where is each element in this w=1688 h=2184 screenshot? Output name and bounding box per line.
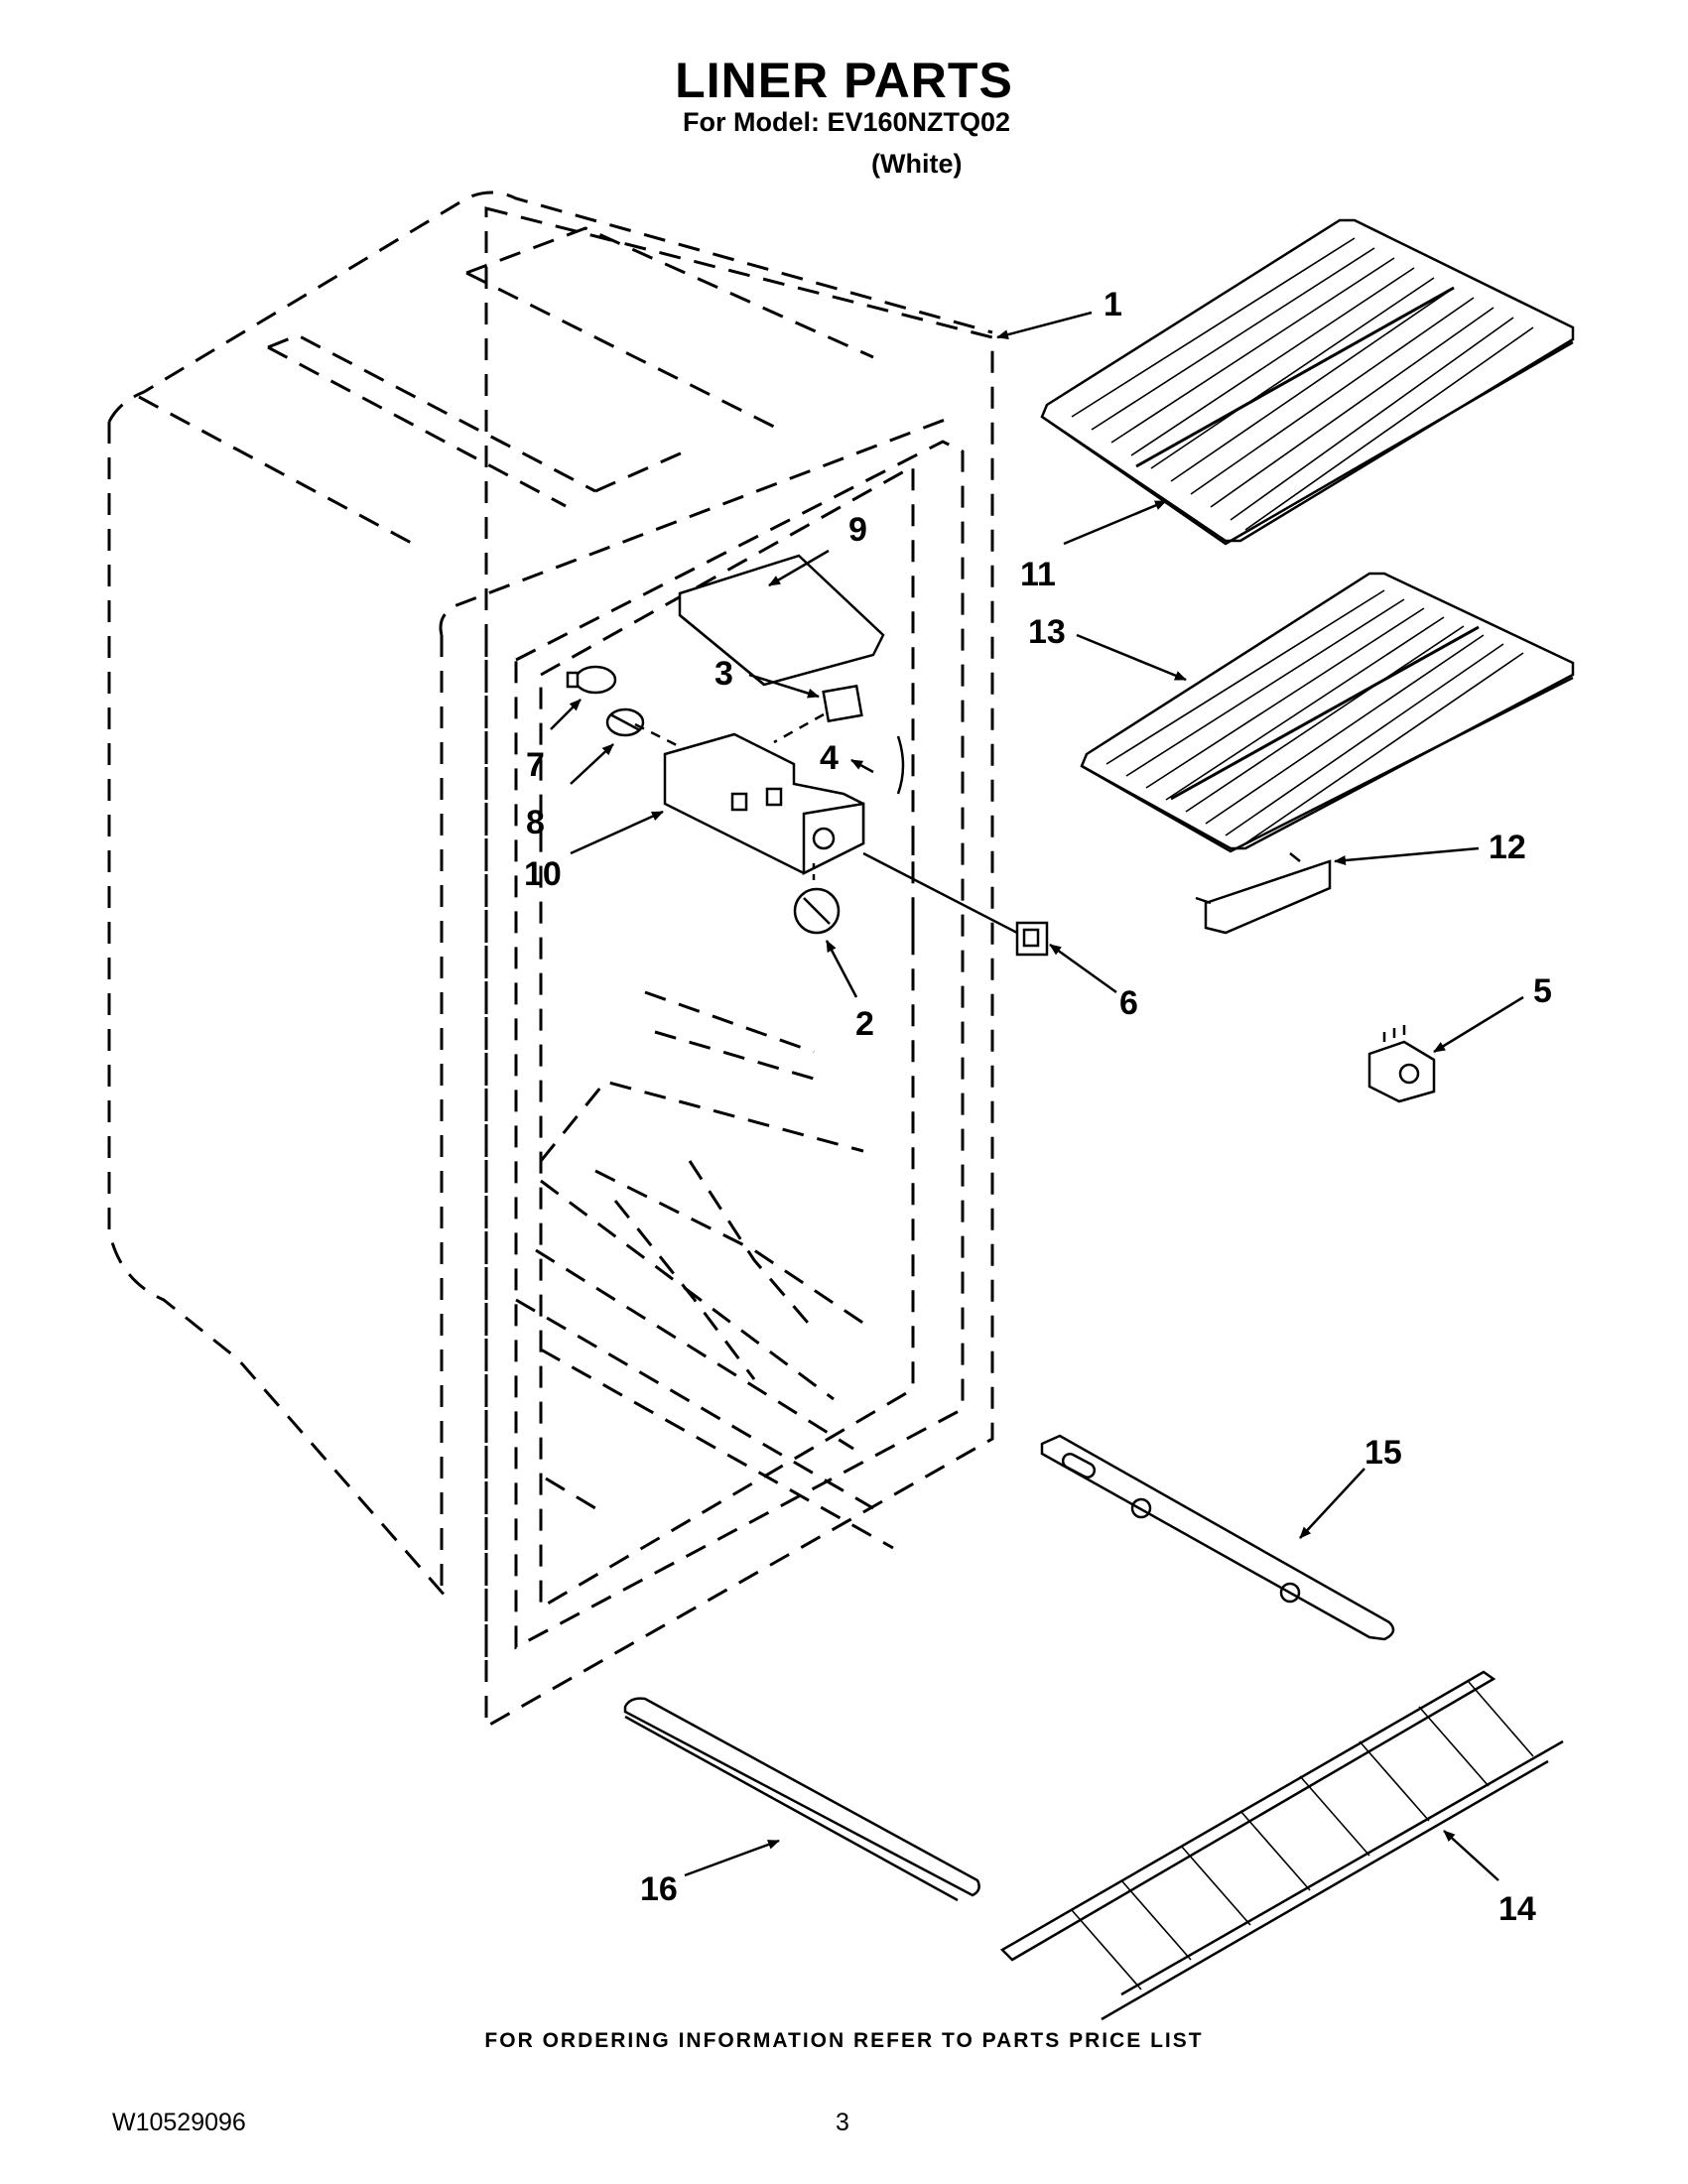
model-variant: (White) <box>871 149 963 179</box>
light-shield-part <box>678 554 885 687</box>
light-socket-part <box>605 707 645 737</box>
callout-11: 11 <box>1020 556 1056 593</box>
document-number: W10529096 <box>112 2109 246 2136</box>
light-bulb-part <box>566 665 617 695</box>
door-switch-part <box>1015 921 1049 957</box>
leader-arrows <box>550 311 1524 1881</box>
light-housing-part <box>663 732 865 876</box>
callout-labels: 1 2 3 4 5 6 7 8 9 10 11 12 13 14 15 16 <box>524 286 1552 1928</box>
model-line: For Model: EV160NZTQ02 <box>683 107 1011 137</box>
callout-6: 6 <box>1119 984 1138 1022</box>
page-title: LINER PARTS <box>675 53 1013 108</box>
thermostat-knob-part <box>793 887 841 935</box>
callout-13: 13 <box>1028 613 1066 651</box>
callout-12: 12 <box>1489 829 1526 866</box>
clip-part <box>896 735 905 795</box>
upper-shelf-part <box>1040 218 1575 546</box>
callout-14: 14 <box>1498 1890 1536 1928</box>
wiring-lines <box>634 712 1018 935</box>
callout-3: 3 <box>714 655 733 693</box>
callout-4: 4 <box>820 739 839 777</box>
light-switch-part <box>822 684 863 723</box>
ordering-note: FOR ORDERING INFORMATION REFER TO PARTS … <box>484 2029 1204 2052</box>
callout-10: 10 <box>524 855 562 893</box>
front-trim-part <box>623 1697 980 1902</box>
callout-8: 8 <box>526 804 545 841</box>
callout-5: 5 <box>1533 972 1552 1010</box>
callout-7: 7 <box>526 746 545 784</box>
page-number: 3 <box>836 2109 849 2136</box>
basket-rail-part <box>999 1670 1564 2021</box>
cabinet-liner-outline <box>107 191 994 1730</box>
shelf-bracket-part <box>1195 852 1332 935</box>
callout-1: 1 <box>1104 286 1122 323</box>
callout-9: 9 <box>848 511 867 549</box>
rail-part <box>1040 1434 1395 1641</box>
lower-shelf-part <box>1080 572 1575 853</box>
thermostat-part <box>1367 1025 1436 1103</box>
callout-2: 2 <box>855 1005 874 1043</box>
callout-16: 16 <box>640 1870 678 1908</box>
callout-15: 15 <box>1364 1434 1402 1472</box>
